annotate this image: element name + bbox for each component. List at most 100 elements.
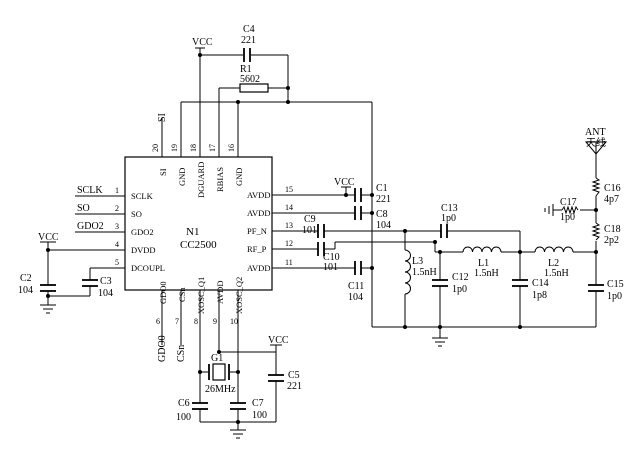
component-value: 100 — [176, 412, 191, 423]
component-ref: C13 — [441, 203, 458, 214]
capacitor-c10 — [317, 242, 325, 256]
junction-dot — [344, 193, 348, 197]
pin-name: GND — [177, 168, 187, 186]
pin-number: 8 — [194, 317, 198, 326]
net-label-si: SI — [157, 113, 168, 122]
junction-dot — [594, 208, 598, 212]
decoupling-wiring — [341, 186, 372, 269]
component-value: 104 — [18, 285, 33, 296]
junction-dot — [236, 370, 240, 374]
component-ref: C16 — [604, 183, 621, 194]
pin-name: GND — [234, 168, 244, 186]
component-ref: L3 — [412, 256, 423, 267]
capacitor-c11 — [354, 261, 362, 275]
capacitor-c5 — [268, 374, 284, 382]
pin-name: GDO0 — [158, 281, 168, 304]
junction-dot — [286, 100, 290, 104]
pin-name: DGUARD — [196, 162, 206, 198]
component-value: 221 — [376, 194, 391, 205]
pin-name: CSn — [177, 287, 187, 302]
pin-name: RBIAS — [215, 167, 225, 192]
component-ref: C5 — [288, 370, 300, 381]
pin-name: XOSC_Q2 — [234, 277, 244, 314]
pin-name: DCOUPL — [131, 263, 165, 273]
bottom-pins — [161, 290, 239, 372]
component-value: 100 — [252, 410, 267, 421]
pin-name: DVDD — [131, 245, 156, 255]
pin-number: 9 — [213, 317, 217, 326]
component-ref: C10 — [323, 252, 340, 263]
junction-dot — [370, 193, 374, 197]
component-value: 26MHz — [205, 384, 236, 395]
pin-number: 10 — [230, 317, 238, 326]
pin-number: 19 — [170, 144, 179, 152]
junction-dot — [198, 370, 202, 374]
pin-name: GDO2 — [131, 227, 154, 237]
right-pins — [272, 194, 355, 269]
junction-dot — [217, 350, 221, 354]
pin-name: PF_N — [247, 226, 267, 236]
junction-dot — [403, 229, 407, 233]
pin-name: SCLK — [131, 191, 154, 201]
pin-number: 20 — [151, 144, 160, 152]
pin-name: AVDD — [247, 208, 270, 218]
left-wiring — [40, 241, 91, 314]
junction-dot — [370, 266, 374, 270]
inductor-l3 — [404, 249, 411, 295]
junction-dot — [433, 240, 437, 244]
component-value: 104 — [98, 288, 113, 299]
component-value: 101 — [323, 262, 338, 273]
pin-name: AVDD — [215, 281, 225, 304]
component-value: 1p0 — [607, 291, 622, 302]
junction-dot — [438, 325, 442, 329]
component-ref: C17 — [560, 197, 577, 208]
component-value: 1.5nH — [544, 268, 569, 279]
component-ref: C6 — [178, 398, 190, 409]
component-value: 5602 — [240, 74, 260, 85]
antenna-icon — [584, 141, 608, 155]
component-value: 1p0 — [560, 212, 575, 223]
component-ref: C8 — [376, 209, 388, 220]
net-label-csn: CSn — [176, 345, 187, 362]
net-label-vcc: VCC — [268, 335, 289, 346]
component-value: 天线 — [586, 136, 606, 149]
component-ref: C14 — [532, 278, 549, 289]
component-value: 101 — [302, 225, 317, 236]
component-ref: G1 — [211, 353, 223, 364]
pin-name: SO — [131, 209, 142, 219]
component-ref: C3 — [100, 276, 112, 287]
pin-number: 14 — [285, 203, 293, 212]
junction-dot — [518, 250, 522, 254]
pin-name: AVDD — [247, 263, 270, 273]
capacitor-c6 — [192, 402, 208, 410]
net-label-gdo0: GDO0 — [157, 335, 168, 362]
inductor-l2 — [534, 246, 574, 253]
pin-number: 15 — [285, 185, 293, 194]
chip-part: CC2500 — [180, 239, 217, 251]
component-value: 221 — [287, 381, 302, 392]
pin-number: 12 — [285, 239, 293, 248]
capacitor-c7 — [230, 402, 246, 410]
junction-dot — [518, 325, 522, 329]
pin-number: 1 — [115, 186, 119, 195]
component-value: 1.5nH — [474, 268, 499, 279]
pin-number: 3 — [115, 222, 119, 231]
pin-number: 18 — [189, 144, 198, 152]
pin-number: 11 — [285, 258, 293, 267]
junction-dot — [46, 294, 50, 298]
capacitor-c1 — [354, 188, 362, 202]
component-value: 104 — [376, 220, 391, 231]
capacitor-c13 — [440, 224, 448, 238]
capacitor-c2 — [40, 284, 56, 292]
junction-dot — [236, 420, 240, 424]
component-ref: C1 — [376, 183, 388, 194]
resistor-r1 — [239, 83, 269, 93]
junction-dot — [286, 86, 290, 90]
top-wiring — [181, 47, 373, 327]
capacitor-c15 — [588, 284, 604, 292]
component-ref: ANT — [585, 127, 606, 138]
pin-number: 6 — [156, 317, 160, 326]
component-ref: R1 — [240, 64, 252, 75]
net-label-so: SO — [77, 203, 90, 214]
